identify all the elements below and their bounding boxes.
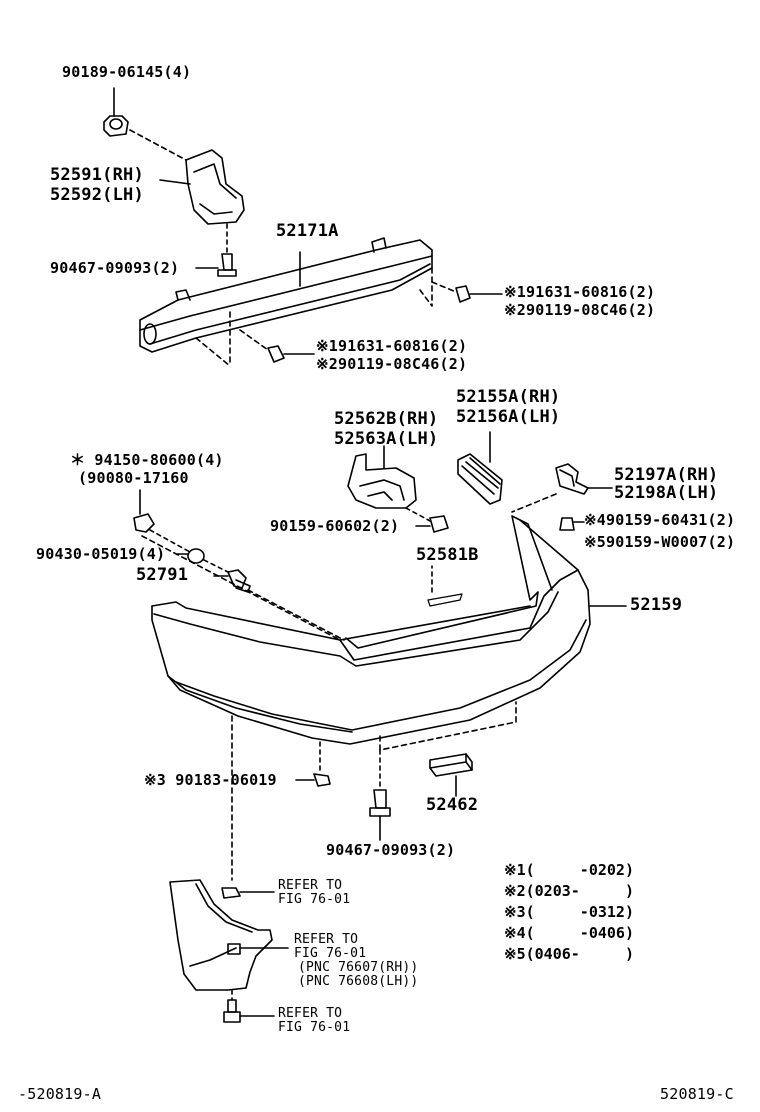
refer-label-3a: REFER TO xyxy=(278,1006,343,1021)
date-notes: ※1( -0202) ※2(0203- ) ※3( -0312) ※4( -04… xyxy=(504,860,634,965)
retainer-52155a xyxy=(457,431,503,505)
refer-label-3b: FIG 76-01 xyxy=(278,1020,351,1035)
bracket-52197a xyxy=(555,463,613,495)
label-90159-60431: ※490159-60431(2) xyxy=(584,511,736,529)
label-90467-upper: 90467-09093(2) xyxy=(50,259,180,277)
footer-right-code: 520819-C xyxy=(660,1085,734,1103)
label-290119-left: ※290119-08C46(2) xyxy=(316,355,468,373)
note-1: ※1( -0202) xyxy=(504,861,634,879)
label-191631-left: ※191631-60816(2) xyxy=(316,337,468,355)
screw-52791 xyxy=(213,569,251,593)
screw-90159-60602 xyxy=(415,515,449,533)
footer-left-code: -520819-A xyxy=(18,1085,102,1103)
screw-90159-60431 xyxy=(559,517,585,531)
label-52592: 52592(LH) xyxy=(50,185,144,205)
note-4: ※4( -0406) xyxy=(504,924,634,942)
label-90189: 90189-06145(4) xyxy=(62,63,192,81)
bolt-191631-left xyxy=(267,345,315,363)
label-290119-right: ※290119-08C46(2) xyxy=(504,301,656,319)
label-94150: ＊ 94150-80600(4) xyxy=(70,451,224,469)
clip-94150 xyxy=(133,489,155,533)
bracket-52591 xyxy=(159,149,245,225)
bolt-90467-lower xyxy=(369,789,391,841)
label-90080: (90080-17160 xyxy=(78,469,189,487)
label-52562b: 52562B(RH) xyxy=(334,409,439,429)
label-52197a: 52197A(RH) xyxy=(614,465,719,485)
label-90467-lower: 90467-09093(2) xyxy=(326,841,456,859)
washer-90430 xyxy=(175,548,205,564)
reinforcement-52171a xyxy=(139,237,433,353)
spacer-52462 xyxy=(429,753,473,797)
label-52791: 52791 xyxy=(136,565,189,585)
refer-label-2b: FIG 76-01 xyxy=(294,946,367,961)
label-90430: 90430-05019(4) xyxy=(36,545,166,563)
note-5: ※5(0406- ) xyxy=(504,945,634,963)
pnc-label-rh: (PNC 76607(RH)) xyxy=(298,960,419,975)
pnc-label-lh: (PNC 76608(LH)) xyxy=(298,974,419,989)
note-2: ※2(0203- ) xyxy=(504,882,634,900)
refer-label-1a: REFER TO xyxy=(278,878,343,893)
mudguard xyxy=(169,879,273,991)
label-52198a: 52198A(LH) xyxy=(614,483,719,503)
bolt-191631-right xyxy=(455,285,503,303)
label-52462: 52462 xyxy=(426,795,479,815)
note-3: ※3( -0312) xyxy=(504,903,634,921)
label-52591: 52591(RH) xyxy=(50,165,144,185)
label-52581b: 52581B xyxy=(416,545,479,565)
screw-mudguard xyxy=(223,999,275,1023)
refer-label-2a: REFER TO xyxy=(294,932,359,947)
refer-label-1b: FIG 76-01 xyxy=(278,892,351,907)
label-191631-right: ※191631-60816(2) xyxy=(504,283,656,301)
nut-90189 xyxy=(103,87,129,137)
bolt-90467-upper xyxy=(195,253,237,277)
label-52171a: 52171A xyxy=(276,221,339,241)
label-52563a: 52563A(LH) xyxy=(334,429,439,449)
label-90183: ※3 90183-06019 xyxy=(144,771,277,789)
clip-90183 xyxy=(295,773,331,787)
label-90159-60602: 90159-60602(2) xyxy=(270,517,400,535)
retainer-52562b xyxy=(347,445,417,509)
label-52159: 52159 xyxy=(630,595,683,615)
bumper-cover-52159 xyxy=(151,515,627,745)
label-52155a: 52155A(RH) xyxy=(456,387,561,407)
label-90159-w0007: ※590159-W0007(2) xyxy=(584,533,736,551)
label-52156a: 52156A(LH) xyxy=(456,407,561,427)
